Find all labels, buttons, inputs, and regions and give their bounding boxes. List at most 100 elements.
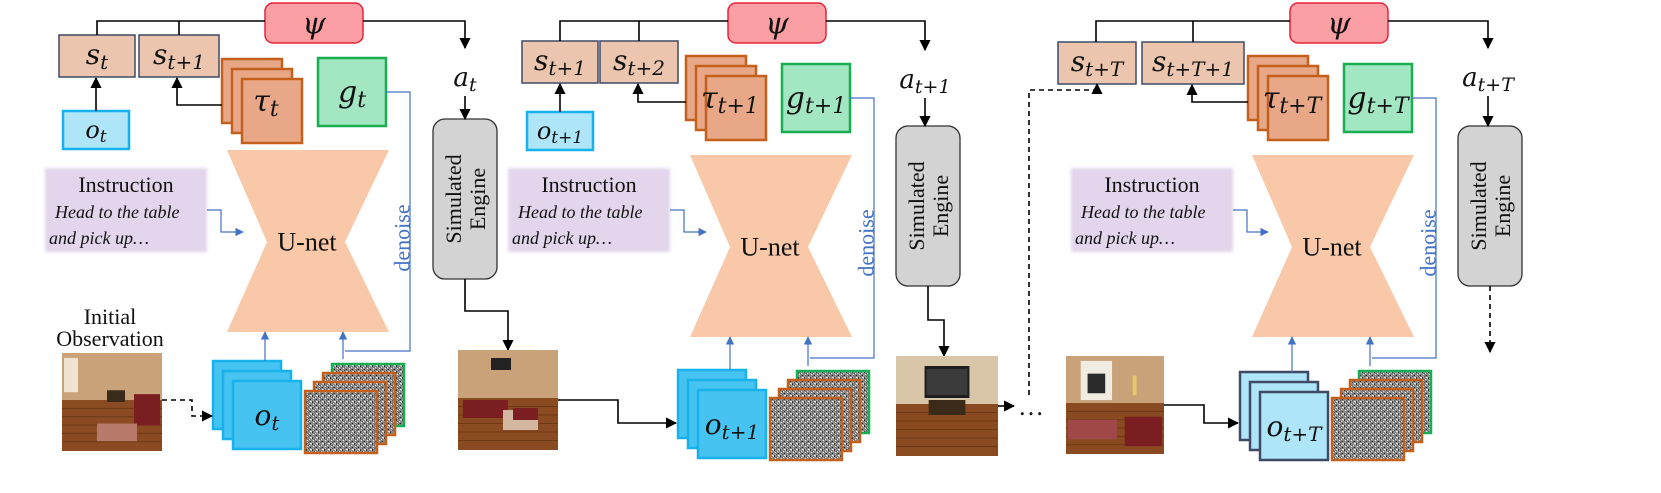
unet-label: U-net [740,233,800,262]
obs-label-base: o [537,117,551,145]
goal-box [1342,62,1414,134]
state-box [1141,41,1245,85]
denoise-label: denoise [1416,209,1441,276]
scene-to-stack-arrow [1164,404,1240,429]
action-label-sub: t [469,74,477,96]
engine-label: SimulatedEngine [441,154,490,243]
instruction-box-fill [510,170,668,250]
scene-image-tT [1066,356,1164,454]
obs-stack-layer [696,388,768,460]
denoise-label: denoise [854,209,879,276]
obs-stack-label-base: o [705,408,722,441]
unet-label: U-net [277,228,337,257]
goal-label: gt+T [1347,81,1410,119]
obs-stack-label: ot+1 [705,408,759,445]
goal-box [780,62,852,134]
scene-image-t1-wall [458,350,558,398]
obs-box [61,109,131,151]
denoise-loop-line [1372,97,1437,359]
action-label-sub: t+1 [915,76,951,98]
engine-label-line: Engine [928,175,953,237]
state-box [58,34,136,78]
goal-label: gt+1 [786,81,847,119]
noise-layer [768,396,844,462]
instruction-text-line: Head to the table [54,202,179,222]
state-label: st+T+1 [1152,45,1234,82]
psi-box [727,2,827,44]
engine-label-line: Simulated [1466,161,1491,250]
psi-to-action-arrow [363,20,471,50]
state-label-sub: t [100,50,109,74]
state-label: st+1 [153,38,205,75]
state-to-psi-line [96,20,265,35]
scene-image-tT-hearth [1087,373,1106,394]
scene-image-tT-lamp [1132,375,1137,396]
instruction-to-unet-arrow [1233,209,1269,237]
tau-stack-layer [1266,74,1330,142]
instruction-to-unet-arrow [670,209,707,237]
state-label-sub: t+2 [627,56,665,80]
obs-label: ot+1 [537,117,583,148]
state-label-sub: t+1 [548,56,586,80]
engine-label: SimulatedEngine [1466,161,1515,250]
scene-image-tT-rug [1067,419,1117,440]
instruction-box-fill [1073,170,1231,250]
tau-label-base: τ [253,84,270,119]
denoise-loop-line [345,91,411,352]
engine-to-scene-arrow [927,286,950,358]
state-label-base: s [86,38,100,71]
scene-image-t1-chair [513,408,538,420]
initial-scene-image-window [64,357,78,393]
unet-shape [1252,155,1414,337]
instruction-text-line: Head to the table [517,202,642,222]
initial-scene-image-table [107,390,125,402]
instruction-text-line: and pick up… [1075,228,1175,248]
instruction-title: Instruction [541,172,636,197]
obs-box [525,110,595,152]
obs-stack-label-base: o [1267,410,1284,443]
action-label: at+1 [899,65,950,98]
psi-label: ψ [302,7,326,42]
psi-label: ψ [765,7,789,42]
goal-box [316,56,388,128]
obs-label-sub: t+1 [551,128,583,148]
obs-stack-label-sub: t [271,411,280,435]
tau-label: τt+1 [701,81,759,119]
psi-box [264,2,364,44]
unet-label: U-net [1302,233,1362,262]
tau-stack-layer [240,77,304,145]
action-label: at [453,63,477,96]
obs-stack-layer [1258,390,1330,462]
obs-stack-label: ot+T [1267,410,1324,447]
engine-label-line: Simulated [904,161,929,250]
obs-stack-label-base: o [255,399,272,432]
state-label: st+1 [534,44,586,81]
goal-label-sub: t+1 [805,94,846,119]
tau-label-base: τ [701,81,718,116]
state-to-psi-line [559,20,728,41]
initial-observation-line: Initial [84,304,137,329]
denoise-loop-line [810,97,875,359]
goal-label-sub: t+T [1367,94,1411,119]
engine-label-line: Engine [1490,175,1515,237]
tau-to-state-arrow [171,76,222,106]
obs-label: ot [85,116,106,147]
action-label-base: a [453,63,469,93]
obs-stack-label: ot [255,399,281,436]
state-label-base: s [1071,45,1085,78]
instruction-title: Instruction [1104,172,1199,197]
obs-stack-label-sub: t+1 [722,420,760,444]
initial-scene-image-rug [97,423,137,442]
action-label-base: a [1462,63,1478,93]
action-label-sub: t+T [1478,74,1516,96]
instruction-to-unet-arrow [207,209,244,237]
tau-label-sub: t [270,97,279,122]
instruction-text-line: and pick up… [512,228,612,248]
scene-image-t1 [458,350,558,450]
engine-label-line: Engine [465,168,490,230]
